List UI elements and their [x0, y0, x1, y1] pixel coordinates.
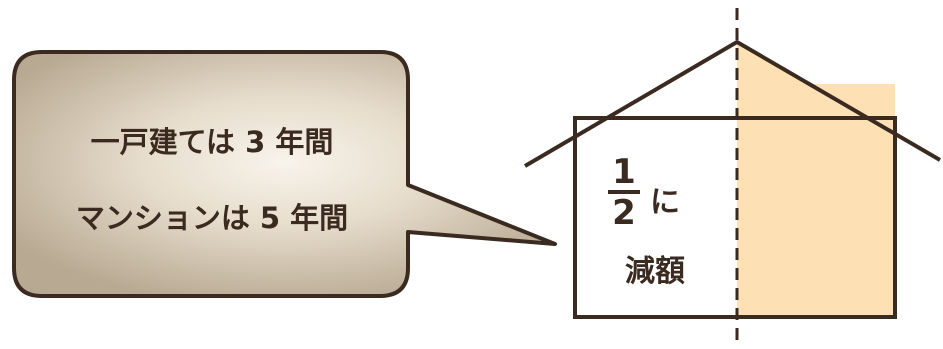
house-roof	[523, 40, 942, 168]
bubble-line-2: マンションは 5 年間	[76, 201, 348, 235]
speech-bubble: 一戸建ては 3 年間 マンションは 5 年間	[12, 50, 557, 298]
house-shaded-half	[737, 84, 895, 317]
house: 1 2 に 減額	[523, 8, 942, 345]
house-body	[573, 116, 897, 319]
speech-bubble-shape	[12, 50, 557, 298]
reduction-label: 減額	[625, 254, 685, 289]
fraction-one-half: 1 2	[608, 152, 640, 233]
bubble-line-1: 一戸建ては 3 年間	[91, 125, 334, 159]
fraction-denominator: 2	[612, 193, 636, 233]
fraction-suffix: に	[650, 185, 680, 220]
fraction-numerator: 1	[612, 152, 636, 192]
